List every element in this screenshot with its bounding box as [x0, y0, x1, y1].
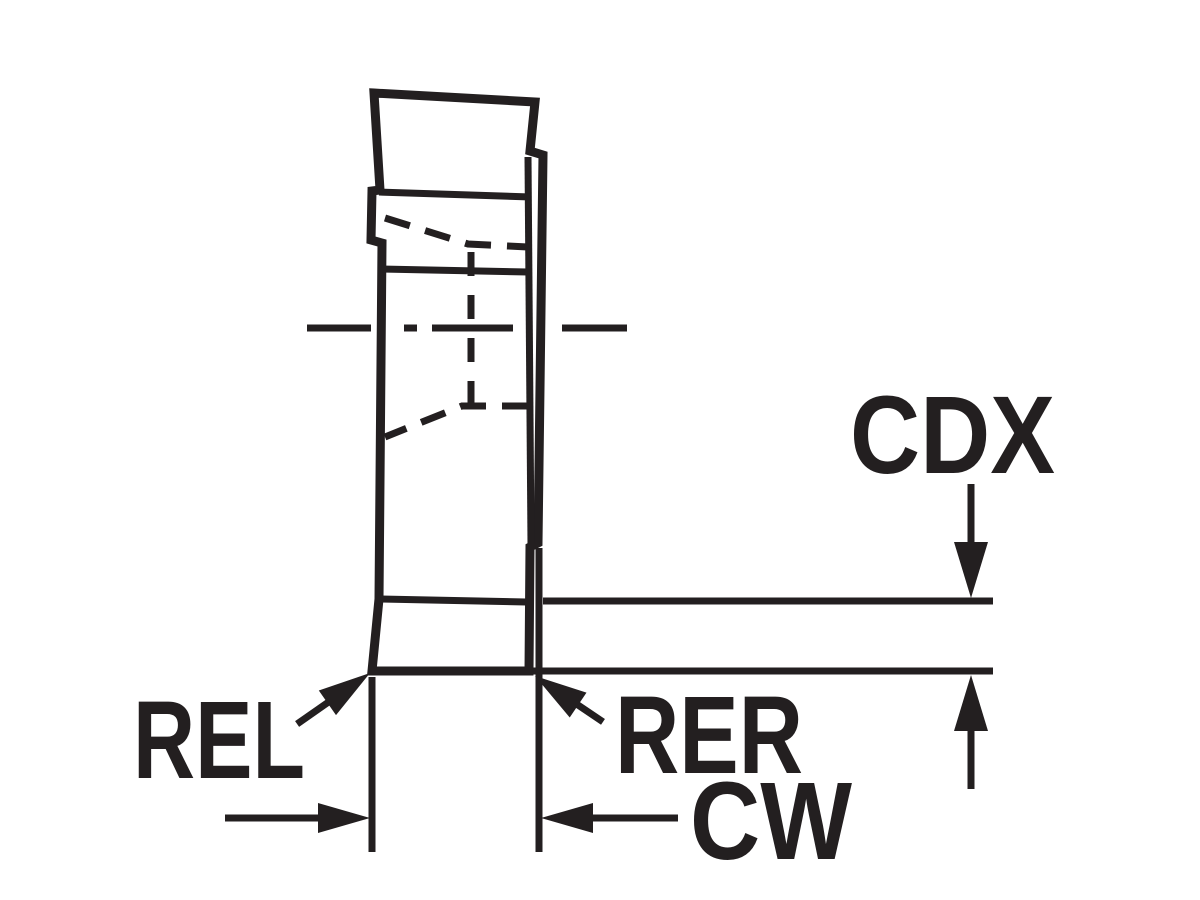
cw-arrow-right	[541, 803, 678, 833]
label-rer: RER	[615, 674, 803, 797]
hidden-line-lower	[383, 402, 528, 441]
cw-arrow-left	[225, 803, 370, 833]
rel-leader-arrow	[295, 673, 370, 727]
hidden-line-upper	[383, 214, 529, 251]
label-cdx: CDX	[850, 374, 1055, 497]
cdx-arrow-down	[954, 484, 988, 598]
arrowhead	[954, 675, 988, 731]
insert-head-boundary-line	[378, 188, 532, 201]
arrowhead	[541, 803, 593, 833]
label-rel: REL	[133, 679, 305, 802]
arrowhead	[954, 542, 988, 598]
arrowhead	[318, 673, 370, 716]
arrowhead	[535, 676, 587, 718]
insert-edge-strip-separator	[524, 156, 535, 546]
insert-mid-line	[380, 265, 529, 276]
label-cw: CW	[690, 760, 852, 883]
rer-leader-arrow	[535, 676, 605, 725]
insert-cdx-step-line	[379, 595, 527, 606]
insert-body	[366, 88, 548, 676]
arrowhead	[318, 803, 370, 833]
cdx-arrow-up	[954, 675, 988, 789]
